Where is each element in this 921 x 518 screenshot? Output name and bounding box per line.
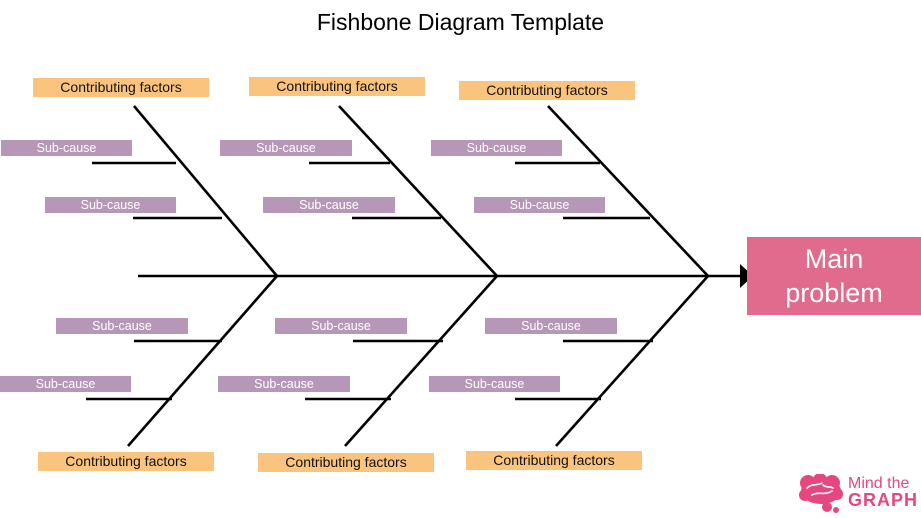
- logo-text: Mind the GRAPH: [848, 475, 918, 509]
- bone-top-3: [547, 105, 709, 277]
- factor-top-3: Contributing factors: [459, 81, 635, 100]
- bone-top-2: [338, 105, 498, 277]
- sub-cause-bottom-2-1: Sub-cause: [275, 318, 407, 334]
- main-problem-box: Main problem: [747, 237, 921, 315]
- diagram-title: Fishbone Diagram Template: [316, 9, 605, 35]
- sub-cause-top-1-2: Sub-cause: [45, 197, 176, 213]
- logo-line2: GRAPH: [848, 490, 919, 510]
- mind-the-graph-logo: Mind the GRAPH: [798, 474, 920, 514]
- bone-top-1: [133, 105, 278, 277]
- sub-cause-bottom-1-2: Sub-cause: [0, 376, 131, 392]
- sub-cause-bottom-1-1: Sub-cause: [56, 318, 188, 334]
- factor-bottom-2: Contributing factors: [258, 453, 434, 472]
- sub-cause-bottom-3-2: Sub-cause: [429, 376, 560, 392]
- bone-bottom-2: [344, 275, 498, 447]
- sub-cause-top-2-1: Sub-cause: [220, 140, 352, 156]
- sub-cause-top-3-2: Sub-cause: [474, 197, 605, 213]
- logo-line1: Mind the: [848, 475, 910, 492]
- main-problem-line2: problem: [785, 278, 883, 308]
- factor-top-2: Contributing factors: [249, 77, 425, 96]
- main-problem-line1: Main: [804, 244, 864, 274]
- factor-top-1: Contributing factors: [33, 78, 209, 97]
- factor-bottom-3: Contributing factors: [466, 451, 642, 470]
- sub-cause-bottom-3-1: Sub-cause: [485, 318, 617, 334]
- sub-cause-top-3-1: Sub-cause: [431, 140, 562, 156]
- spine-arrowhead: [740, 264, 753, 288]
- bone-bottom-3: [555, 275, 709, 447]
- sub-cause-top-1-1: Sub-cause: [1, 140, 132, 156]
- bone-bottom-1: [127, 275, 278, 447]
- sub-cause-bottom-2-2: Sub-cause: [218, 376, 350, 392]
- brain-icon: [799, 474, 843, 513]
- sub-cause-top-2-2: Sub-cause: [263, 197, 395, 213]
- factor-bottom-1: Contributing factors: [38, 452, 214, 471]
